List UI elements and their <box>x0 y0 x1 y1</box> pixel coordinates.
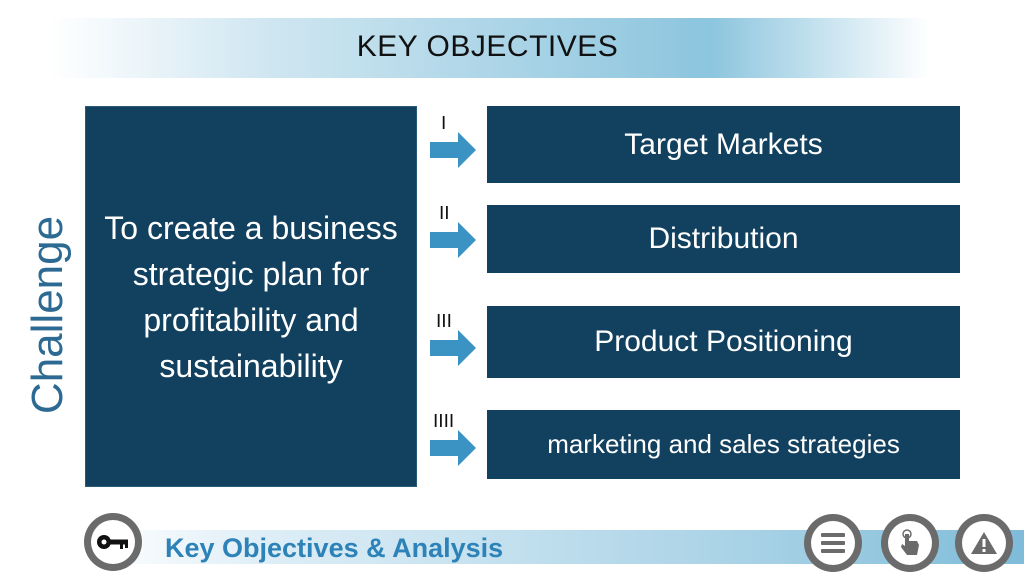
key-icon <box>97 535 128 549</box>
footer-banner <box>90 530 1024 564</box>
challenge-box: To create a business strategic plan for … <box>85 106 417 487</box>
arrow-right-icon <box>430 330 476 366</box>
challenge-side-label: Challenge <box>23 215 72 415</box>
touch-icon <box>901 529 919 555</box>
warning-icon <box>971 532 997 554</box>
objective-label: Target Markets <box>624 127 823 161</box>
title-banner <box>50 18 930 78</box>
objective-marketing-sales: marketing and sales strategies <box>487 410 960 479</box>
objective-product-positioning: Product Positioning <box>487 306 960 378</box>
objective-target-markets: Target Markets <box>487 106 960 183</box>
objective-numeral-4: IIII <box>433 411 455 432</box>
page-title: KEY OBJECTIVES <box>356 30 619 63</box>
objective-label: Distribution <box>648 222 799 255</box>
menu-icon <box>821 533 845 553</box>
touch-button[interactable] <box>881 514 939 572</box>
objective-numeral-1: I <box>441 113 447 134</box>
arrow-right-icon <box>430 430 476 466</box>
warning-button[interactable] <box>955 514 1013 572</box>
objective-distribution: Distribution <box>487 205 960 273</box>
objective-label: marketing and sales strategies <box>547 429 900 459</box>
objective-label: Product Positioning <box>594 325 853 358</box>
footer-title: Key Objectives & Analysis <box>165 533 504 563</box>
menu-button[interactable] <box>804 514 862 572</box>
arrow-right-icon <box>430 132 476 168</box>
objective-numeral-3: III <box>436 311 452 332</box>
arrow-right-icon <box>430 222 476 258</box>
objective-numeral-2: II <box>439 203 450 224</box>
challenge-text: To create a business strategic plan for … <box>104 209 398 384</box>
key-button[interactable] <box>84 513 142 571</box>
